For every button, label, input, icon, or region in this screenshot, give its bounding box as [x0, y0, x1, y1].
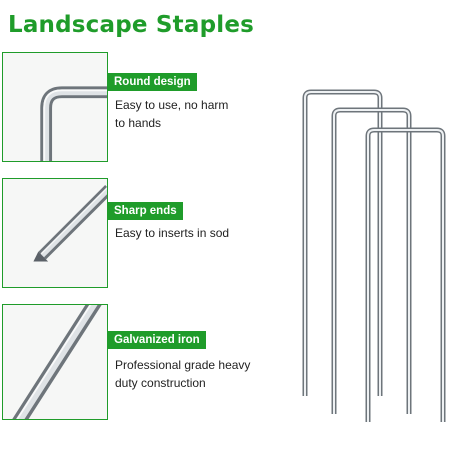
feature-desc-sharp-ends: Easy to inserts in sod [115, 226, 230, 240]
feature-desc-round-design: Easy to use, no harm to hands [115, 98, 229, 130]
feature-badge-galvanized-iron: Galvanized iron [108, 331, 206, 349]
staple-tip-image [33, 185, 107, 262]
staple-3 [365, 127, 446, 422]
sharp-ends-closeup [2, 178, 108, 288]
staple-wire-image [12, 305, 102, 419]
galvanized-iron-closeup [2, 304, 108, 420]
page-title: Landscape Staples [7, 12, 255, 38]
feature-desc-galvanized-iron: Professional grade heavy duty constructi… [115, 358, 251, 390]
staple-1 [302, 89, 383, 396]
staple-2 [331, 107, 412, 414]
feature-badge-round-design: Round design [108, 73, 197, 91]
round-design-closeup [2, 52, 108, 162]
staples-product-image [302, 89, 446, 422]
staple-corner-image [40, 86, 107, 161]
feature-badge-sharp-ends: Sharp ends [108, 202, 183, 220]
